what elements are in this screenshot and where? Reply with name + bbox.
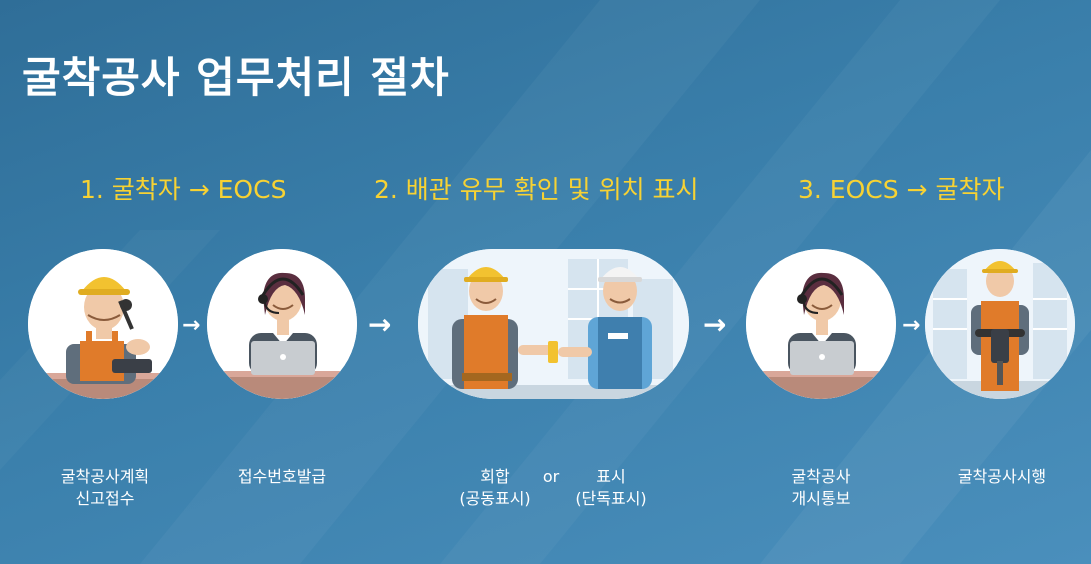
page-title: 굴착공사 업무처리 절차 — [22, 44, 450, 105]
worker-phone-illustration — [28, 249, 178, 399]
caption-marking-line2: (단독표시) — [556, 488, 666, 510]
step1-heading: 1. 굴착자 → EOCS — [80, 170, 286, 206]
caption-meeting-line2: (공동표시) — [440, 488, 550, 510]
caption-report: 굴착공사계획 신고접수 — [40, 466, 170, 510]
caption-report-line2: 신고접수 — [40, 488, 170, 510]
caption-execute: 굴착공사시행 — [940, 466, 1064, 488]
caption-notice: 굴착공사 개시통보 — [766, 466, 876, 510]
caption-meeting-line1: 회합 — [440, 466, 550, 488]
caption-execute-text: 굴착공사시행 — [940, 466, 1064, 488]
arrow-icon: → — [368, 308, 391, 341]
operator-notice-illustration — [746, 249, 896, 399]
step2-heading: 2. 배관 유무 확인 및 위치 표시 — [374, 170, 699, 206]
caption-marking: 표시 (단독표시) — [556, 466, 666, 510]
caption-notice-line1: 굴착공사 — [766, 466, 876, 488]
arrow-icon: → — [902, 313, 920, 338]
site-meeting-illustration — [418, 249, 689, 399]
arrow-icon: → — [703, 308, 726, 341]
operator-headset-illustration — [207, 249, 357, 399]
caption-issue-text: 접수번호발급 — [217, 466, 347, 488]
caption-notice-line2: 개시통보 — [766, 488, 876, 510]
worker-excavation-illustration — [925, 249, 1075, 399]
caption-report-line1: 굴착공사계획 — [40, 466, 170, 488]
caption-meeting: 회합 (공동표시) — [440, 466, 550, 510]
caption-marking-line1: 표시 — [556, 466, 666, 488]
arrow-icon: → — [182, 313, 200, 338]
step3-heading: 3. EOCS → 굴착자 — [798, 170, 1004, 206]
caption-issue: 접수번호발급 — [217, 466, 347, 488]
